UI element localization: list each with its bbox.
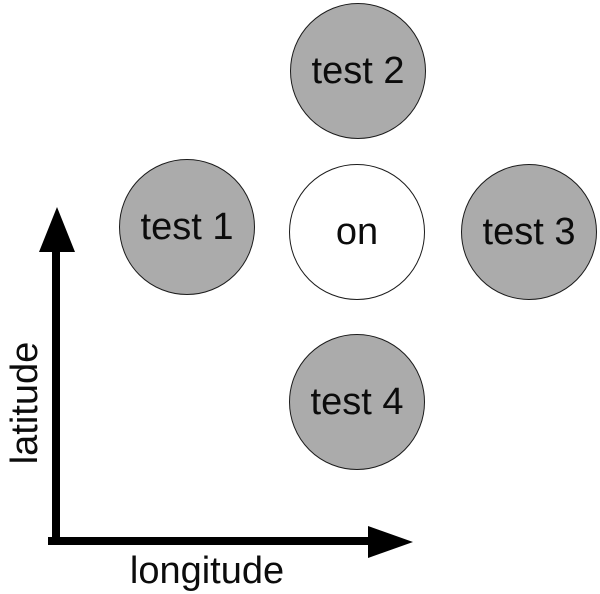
node-on: on xyxy=(289,164,425,300)
node-test-3-label: test 3 xyxy=(482,211,576,253)
node-test-4: test 4 xyxy=(289,334,425,470)
node-test-2: test 2 xyxy=(290,3,426,139)
node-on-label: on xyxy=(335,211,379,253)
node-test-2-label: test 2 xyxy=(311,50,405,92)
x-axis-label: longitude xyxy=(129,550,285,592)
node-test-1-label: test 1 xyxy=(140,206,234,248)
x-axis-line xyxy=(48,537,370,545)
node-test-3: test 3 xyxy=(461,164,597,300)
y-axis-arrowhead xyxy=(39,207,75,252)
x-axis-arrowhead xyxy=(368,526,413,558)
y-axis-label: latitude xyxy=(4,341,46,465)
y-axis-line xyxy=(52,248,60,545)
node-test-4-label: test 4 xyxy=(310,381,404,423)
node-test-1: test 1 xyxy=(119,159,255,295)
